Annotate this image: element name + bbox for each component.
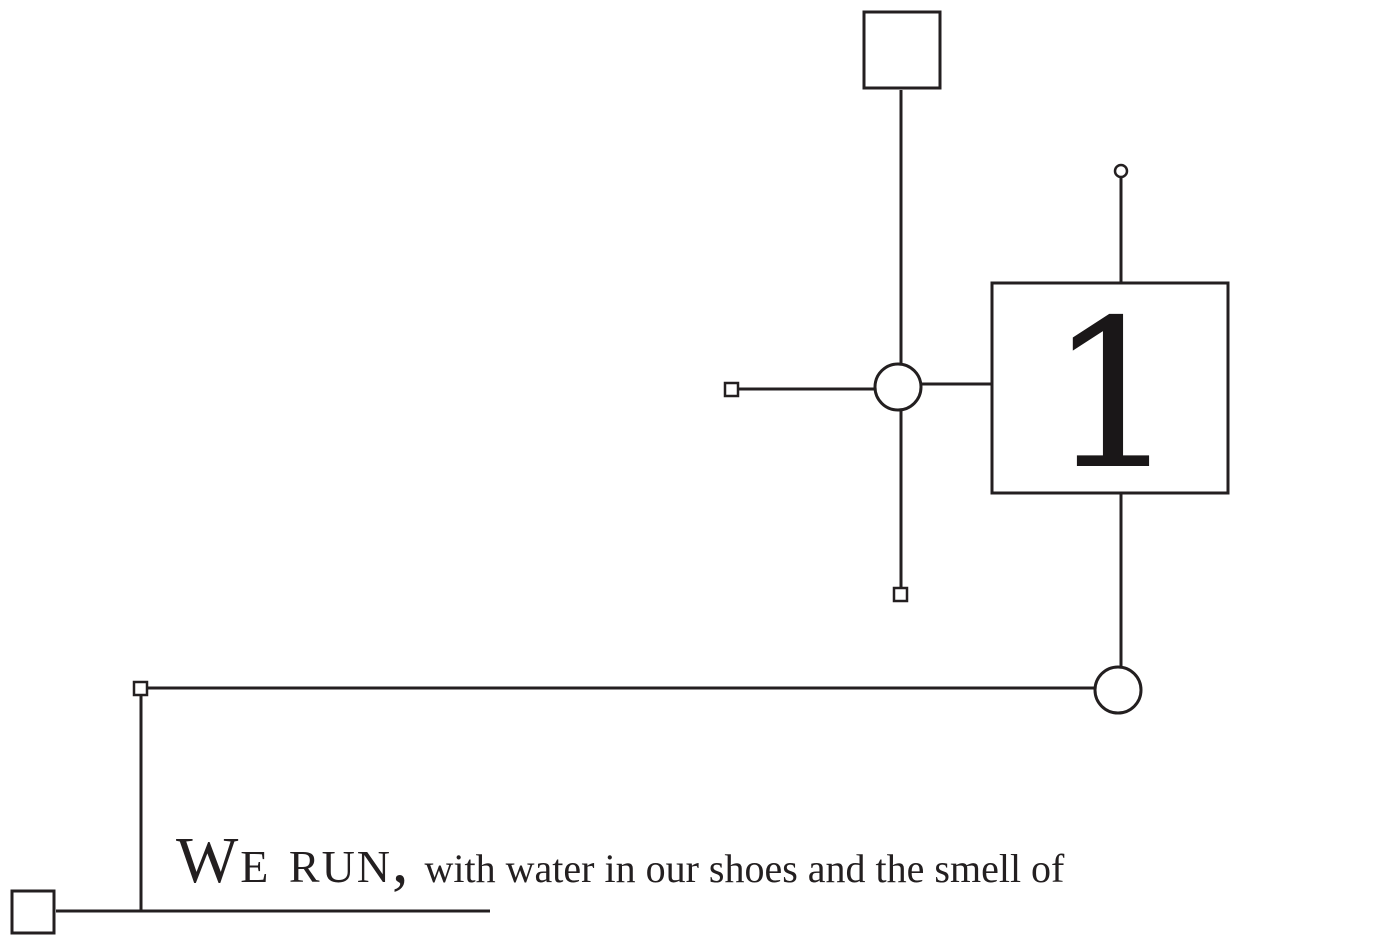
chapter-number: 1 [1048,277,1178,515]
bottom-left-square-node [10,889,56,935]
left-corner-terminal-node [132,680,149,697]
opening-line: We run,with water in our shoes and the s… [176,828,1064,894]
central-hub-node [873,362,923,412]
lead-in-text: We run, [176,824,411,897]
body-text: with water in our shoes and the smell of [424,846,1065,891]
bottom-terminal-node [892,586,909,603]
top-square-node [862,10,942,90]
top-pin-node [1113,163,1129,179]
chapter-box [990,281,1230,495]
right-junction-node [1093,665,1143,715]
left-terminal-node [723,381,740,398]
